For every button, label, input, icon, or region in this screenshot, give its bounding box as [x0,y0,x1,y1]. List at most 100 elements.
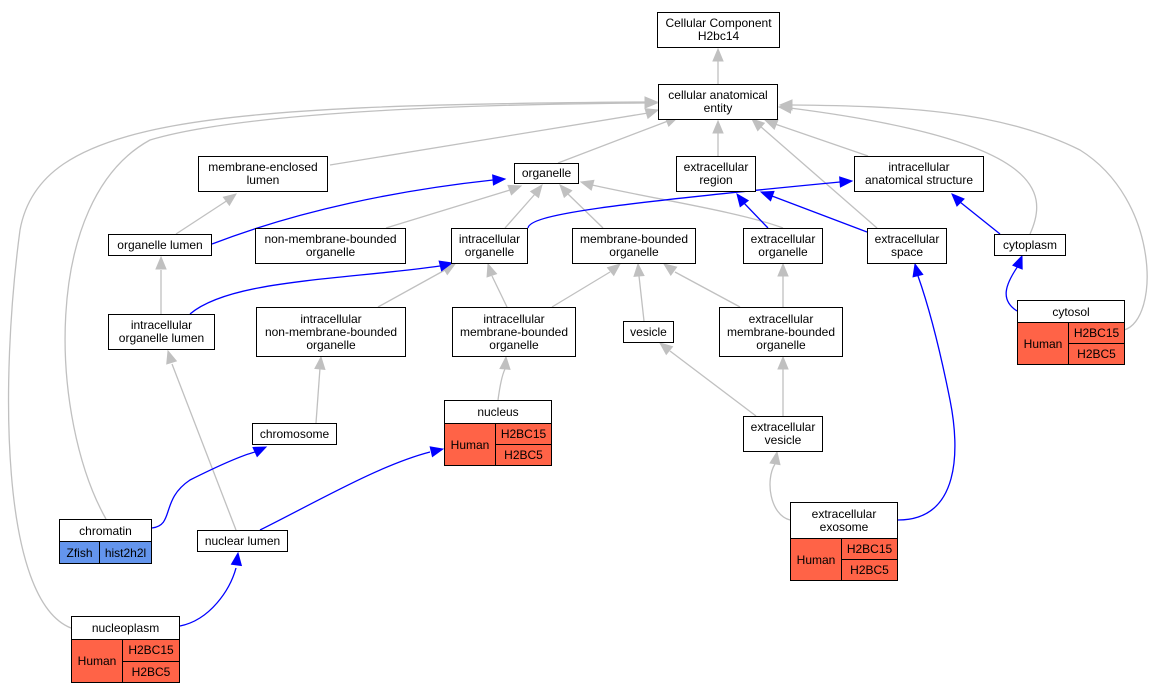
term-intracellular-organelle-lumen[interactable]: intracellular organelle lumen [108,314,215,350]
edge-arrowhead [252,446,268,458]
edge-line [315,367,321,424]
edge-line [385,189,511,229]
edge-arrowhead [222,193,238,207]
annotation-title: cytosol [1018,301,1124,323]
edge-arrowhead [499,355,511,370]
edge-arrowhead [314,355,326,370]
term-extracellular-membrane-bounded-organelle[interactable]: extracellular membrane-bounded organelle [719,307,843,357]
term-cellular-anatomical-entity[interactable]: cellular anatomical entity [658,84,778,120]
edge-line [151,451,256,529]
edge-line [591,184,784,229]
term-intracellular-organelle[interactable]: intracellular organelle [451,228,528,264]
edge-line [567,193,604,229]
edge-line [1005,265,1019,312]
edge-arrowhead [507,184,523,196]
edge-arrowhead [486,262,498,278]
edge-line [189,265,441,315]
edge-line [774,123,869,157]
edge-arrowhead [166,349,178,365]
annotation-extracellular-exosome[interactable]: extracellular exosome Human H2BC15 H2BC5 [790,502,898,581]
annotation-nucleoplasm[interactable]: nucleoplasm Human H2BC15 H2BC5 [71,616,180,683]
edge-line [669,350,757,417]
edge-line [497,368,506,401]
edge-arrowhead [712,47,724,62]
species-label: Zfish [60,542,100,563]
edge-arrowhead [429,446,445,458]
annotation-cytosol[interactable]: cytosol Human H2BC15 H2BC5 [1017,300,1125,365]
term-extracellular-space[interactable]: extracellular space [867,228,947,264]
edge-line [638,275,645,322]
edge-arrowhead [662,263,678,277]
species-label: Human [791,539,842,580]
term-membrane-enclosed-lumen[interactable]: membrane-enclosed lumen [198,156,328,192]
edge-arrowhead [777,355,789,370]
term-membrane-bounded-organelle[interactable]: membrane-bounded organelle [572,228,696,264]
term-nuclear-lumen[interactable]: nuclear lumen [197,530,288,552]
edge-line [175,199,229,235]
term-vesicle[interactable]: vesicle [623,321,674,343]
term-organelle[interactable]: organelle [514,163,579,184]
edge-line [557,120,669,164]
annotation-chromatin[interactable]: chromatin Zfish hist2h2l [59,519,152,564]
edge-line [897,275,956,521]
gene-cell: H2BC15 [846,542,893,556]
edge-line [759,125,878,229]
annotation-nucleus[interactable]: nucleus Human H2BC15 H2BC5 [444,400,552,466]
term-intracellular-membrane-bounded-organelle[interactable]: intracellular membrane-bounded organelle [452,307,576,357]
edge-arrowhead [644,108,660,120]
species-label: Human [72,640,123,682]
term-intracellular-non-membrane-bounded-organelle[interactable]: intracellular non-membrane-bounded organ… [256,307,406,357]
term-non-membrane-bounded-organelle[interactable]: non-membrane-bounded organelle [255,228,406,264]
edge-arrowhead [778,99,793,111]
gene-cell: hist2h2l [104,545,147,560]
edge-arrowhead [438,260,454,272]
term-extracellular-vesicle[interactable]: extracellular vesicle [743,416,823,452]
gene-cell: H2BC15 [1073,326,1120,340]
edge-arrowhead [644,96,659,108]
gene-cell: H2BC5 [842,559,897,580]
edge-arrowhead [155,255,167,270]
term-intracellular-anatomical-structure[interactable]: intracellular anatomical structure [854,156,984,192]
term-extracellular-region[interactable]: extracellular region [676,156,756,192]
term-extracellular-organelle[interactable]: extracellular organelle [743,228,823,264]
term-organelle-lumen[interactable]: organelle lumen [108,234,212,256]
annotation-title: nucleoplasm [72,617,179,640]
annotation-title: extracellular exosome [791,503,897,539]
edge-line [64,102,646,520]
gene-cell: H2BC15 [500,427,547,441]
gene-cell: H2BC5 [123,660,179,683]
edge-arrowhead [759,190,775,202]
species-label: Human [1018,323,1069,364]
edge-line [742,201,769,229]
term-cellular-component-root[interactable]: Cellular Component H2bc14 [657,12,780,48]
edge-arrowhead [839,176,854,188]
edge-line [769,463,791,521]
edge-arrowhead [763,119,779,130]
edge-line [211,179,494,245]
edge-line [7,101,646,629]
edge-line [789,107,1038,235]
edge-line [771,195,868,233]
edge-arrowhead [1012,254,1023,270]
edge-arrowhead [579,179,595,191]
edge-line [329,112,649,166]
edge-arrowhead [559,184,573,199]
edge-line [259,451,431,531]
term-chromosome[interactable]: chromosome [252,423,337,445]
term-cytoplasm[interactable]: cytoplasm [994,234,1066,256]
edge-arrowhead [912,262,924,278]
gene-cell: H2BC5 [1069,343,1124,364]
edge-line [959,201,1001,235]
gene-cell: H2BC15 [128,643,174,658]
edge-line [791,104,1148,331]
edge-arrowhead [751,118,766,132]
edge-line [674,271,741,308]
edge-arrowhead [658,342,674,356]
edge-arrowhead [492,174,507,186]
edge-arrowhead [769,450,781,466]
edge-line [504,193,536,229]
edge-arrowhead [736,192,750,208]
gene-cell: H2BC5 [496,444,551,465]
edge-arrowhead [529,183,543,199]
edge-arrowhead [777,262,789,277]
